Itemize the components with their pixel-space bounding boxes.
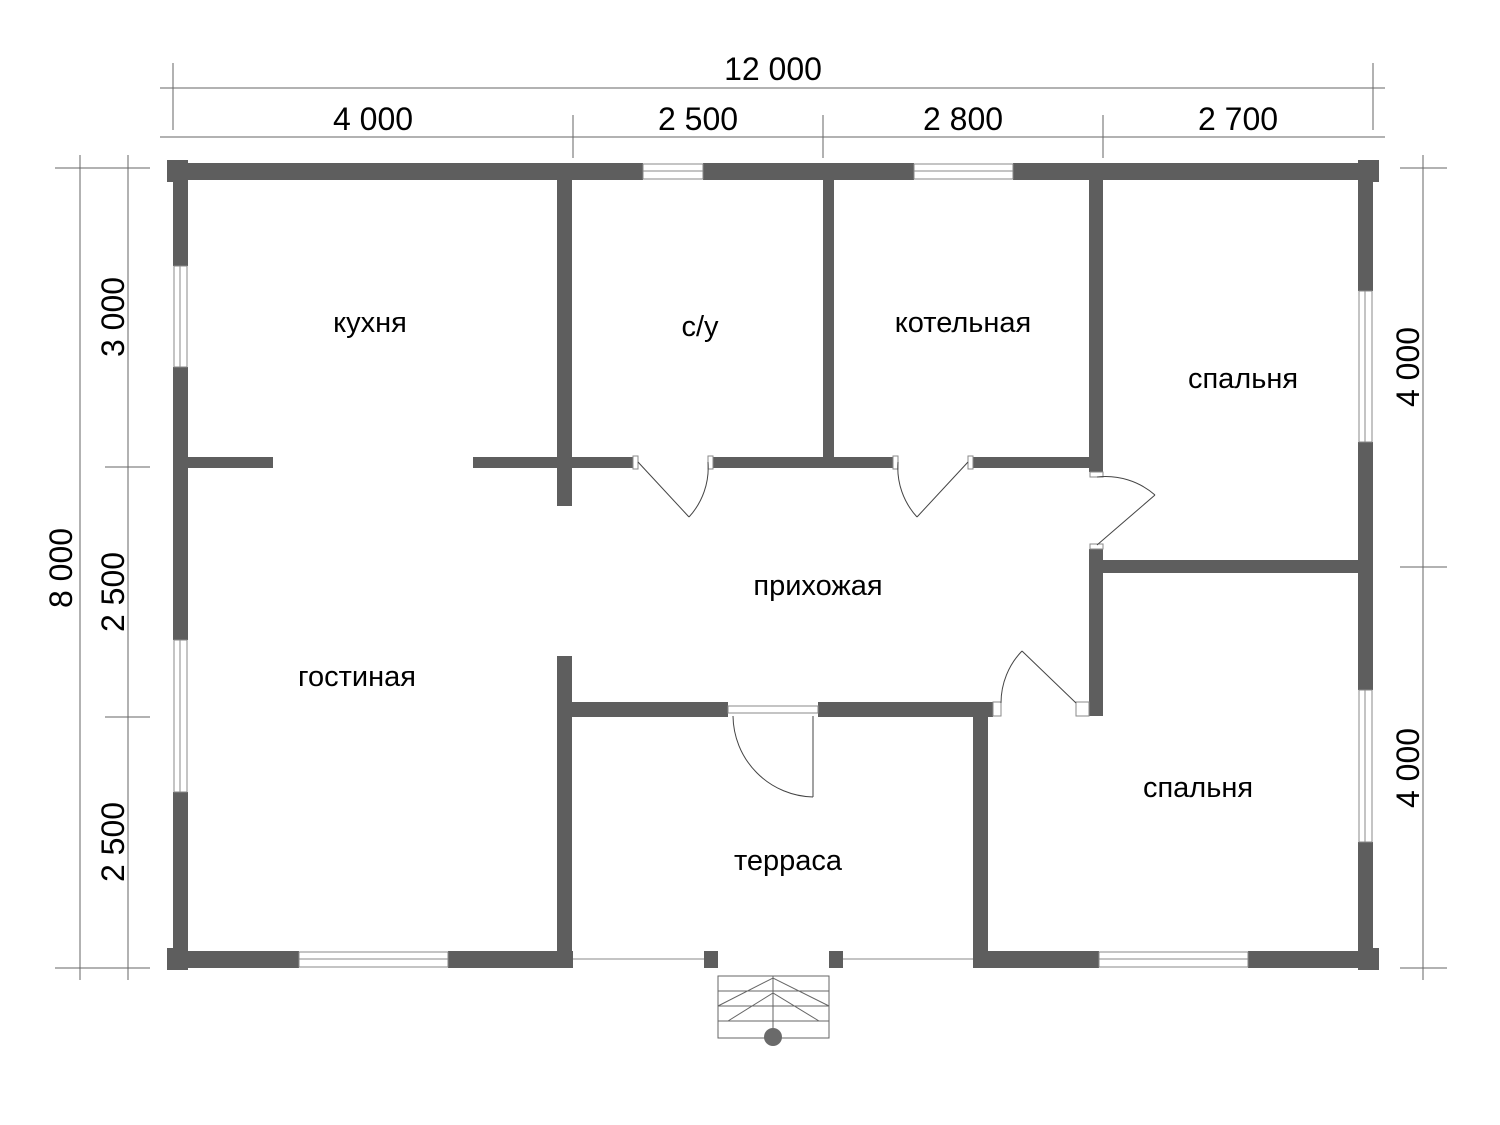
room-label-living: гостиная bbox=[298, 661, 416, 693]
entry-marker-icon bbox=[764, 1028, 782, 1046]
room-label-terrace: терраса bbox=[734, 845, 843, 877]
doors bbox=[632, 455, 1156, 798]
room-label-bathroom: с/у bbox=[681, 311, 719, 343]
walls bbox=[167, 160, 1379, 970]
dimension-lines bbox=[55, 63, 1447, 980]
room-label-bedroom-bottom: спальня bbox=[1143, 772, 1253, 804]
dim-total-height: 8 000 bbox=[43, 528, 79, 608]
dim-segment-1: 4 000 bbox=[333, 101, 413, 137]
dim-left-3: 2 500 bbox=[95, 802, 131, 882]
dim-left-1: 3 000 bbox=[95, 277, 131, 357]
dim-right-2: 4 000 bbox=[1390, 728, 1426, 808]
dim-segment-4: 2 700 bbox=[1198, 101, 1278, 137]
dim-segment-2: 2 500 bbox=[658, 101, 738, 137]
windows bbox=[173, 163, 1373, 968]
dim-right-1: 4 000 bbox=[1390, 327, 1426, 407]
porch-steps bbox=[717, 975, 830, 1046]
room-label-hallway: прихожая bbox=[753, 570, 882, 602]
room-label-bedroom-top: спальня bbox=[1188, 363, 1298, 395]
room-label-kitchen: кухня bbox=[333, 307, 407, 339]
room-label-boiler: котельная bbox=[895, 307, 1032, 339]
dim-segment-3: 2 800 bbox=[923, 101, 1003, 137]
dim-left-2: 2 500 bbox=[95, 552, 131, 632]
dim-total-width: 12 000 bbox=[724, 51, 822, 87]
